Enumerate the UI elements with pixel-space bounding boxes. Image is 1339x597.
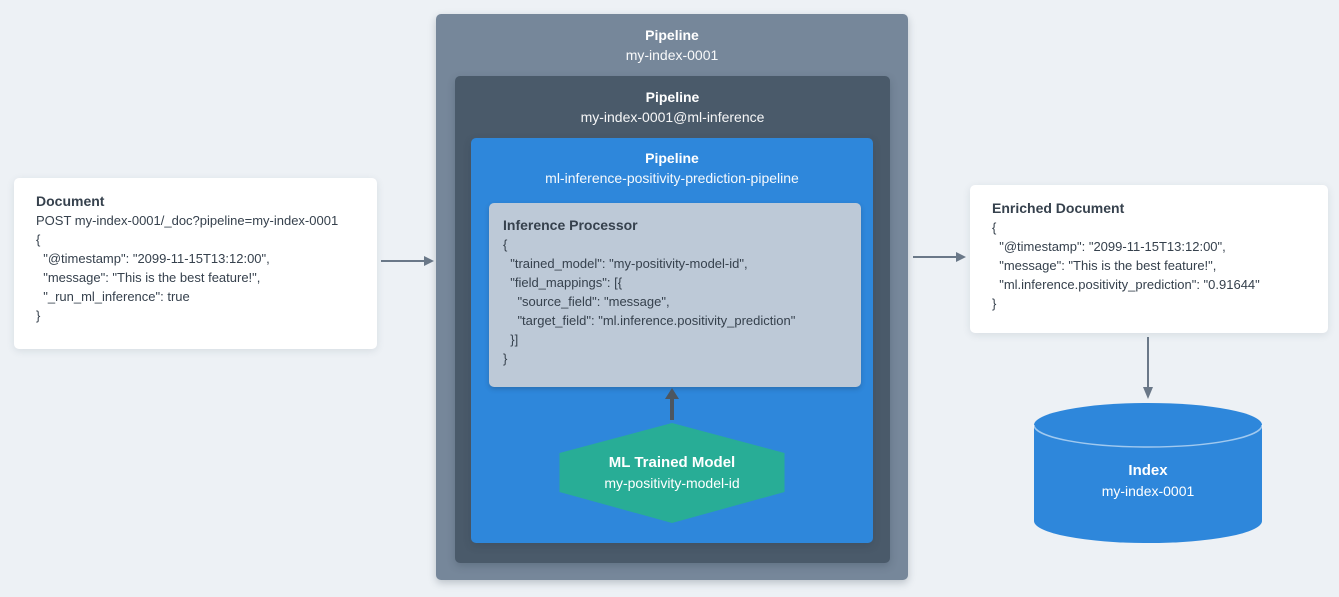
arrow-up-icon — [665, 388, 679, 420]
outer-pipeline-box: Pipeline my-index-0001 Pipeline my-index… — [436, 14, 908, 580]
inference-pipeline-header: Pipeline ml-inference-positivity-predict… — [471, 138, 873, 188]
arrow-right-icon — [913, 252, 966, 262]
enriched-document-card: Enriched Document { "@timestamp": "2099-… — [970, 185, 1328, 333]
outer-pipeline-name: my-index-0001 — [625, 47, 719, 63]
ml-inference-pipeline-box: Pipeline my-index-0001@ml-inference Pipe… — [455, 76, 890, 563]
inference-pipeline-name: ml-inference-positivity-prediction-pipel… — [545, 170, 799, 186]
enriched-document-card-code: { "@timestamp": "2099-11-15T13:12:00", "… — [992, 220, 1260, 311]
document-card-title: Document — [36, 193, 105, 209]
document-card-code: POST my-index-0001/_doc?pipeline=my-inde… — [36, 213, 339, 323]
index-title: Index — [1128, 462, 1168, 479]
cylinder-shape-icon — [1033, 403, 1263, 543]
ml-trained-model-name: my-positivity-model-id — [604, 475, 740, 491]
ml-inference-pipeline-type-label: Pipeline — [645, 89, 700, 105]
inference-processor-code: { "trained_model": "my-positivity-model-… — [503, 237, 796, 366]
inference-processor-box: Inference Processor { "trained_model": "… — [489, 203, 861, 387]
ml-inference-pipeline-name: my-index-0001@ml-inference — [580, 109, 765, 125]
arrow-right-icon — [381, 256, 434, 266]
outer-pipeline-header: Pipeline my-index-0001 — [436, 14, 908, 65]
ml-trained-model-hexagon: ML Trained Model my-positivity-model-id — [559, 423, 785, 523]
arrow-down-icon — [1143, 337, 1153, 399]
index-cylinder: Index my-index-0001 — [1033, 402, 1263, 544]
ml-inference-pipeline-header: Pipeline my-index-0001@ml-inference — [455, 76, 890, 127]
index-name: my-index-0001 — [1101, 483, 1195, 499]
enriched-document-card-title: Enriched Document — [992, 200, 1125, 216]
inference-pipeline-type-label: Pipeline — [645, 150, 699, 166]
ml-trained-model-title: ML Trained Model — [608, 454, 736, 471]
outer-pipeline-type-label: Pipeline — [645, 27, 699, 43]
inference-pipeline-box: Pipeline ml-inference-positivity-predict… — [471, 138, 873, 543]
inference-processor-title: Inference Processor — [503, 217, 638, 233]
index-label: Index my-index-0001 — [1033, 460, 1263, 502]
document-card: Document POST my-index-0001/_doc?pipelin… — [14, 178, 377, 349]
